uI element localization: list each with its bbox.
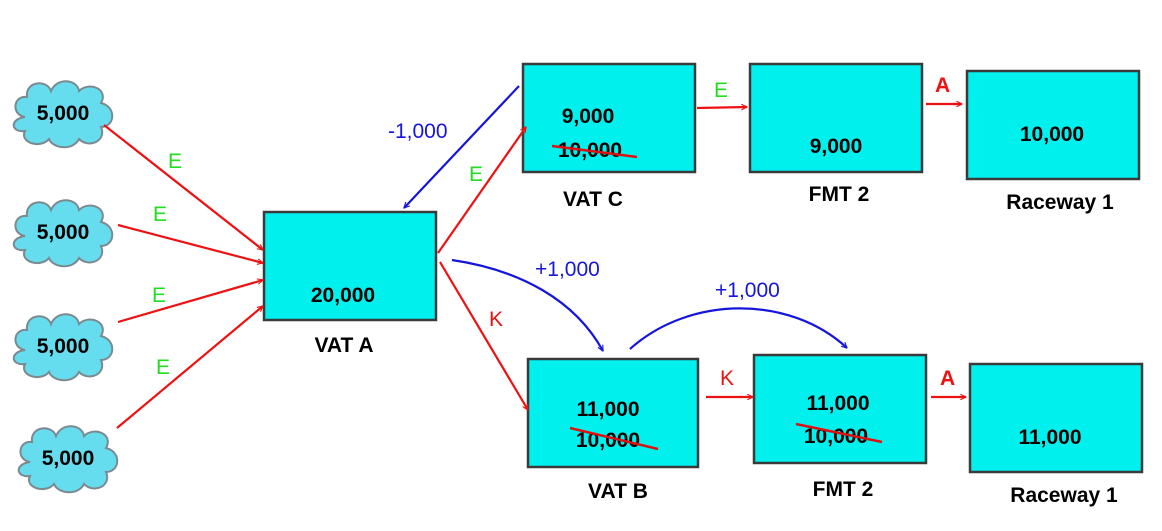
- vat-a-value: 20,000: [311, 284, 375, 307]
- fmt2-top-value: 9,000: [810, 135, 863, 158]
- strike-through: [569, 426, 659, 451]
- vat-a-box: 20,000 VAT A: [262, 210, 438, 357]
- source-cloud-value: 5,000: [37, 102, 90, 125]
- transfer-arrow-c-to-a: [404, 85, 520, 208]
- raceway1-top-value: 10,000: [1020, 123, 1084, 146]
- flow-arrow: [437, 127, 527, 254]
- transfer-arrow-a-to-b: [451, 258, 604, 351]
- vat-c-label: VAT C: [563, 188, 623, 211]
- flow-arrow: [103, 124, 263, 251]
- source-cloud-value: 5,000: [37, 335, 90, 358]
- vat-c-value: 9,000: [562, 105, 615, 128]
- fmt2-bottom-label: FMT 2: [813, 478, 874, 501]
- source-edge-label: E: [153, 203, 167, 226]
- source-cloud-value: 5,000: [37, 221, 90, 244]
- strike-through: [795, 422, 883, 444]
- edge-label-fmt2-to-raceway-bottom: A: [940, 367, 955, 390]
- fmt2-top-box: 9,000 FMT 2: [748, 62, 924, 206]
- source-cloud-2: 5,000: [12, 199, 114, 268]
- flow-arrow: [116, 305, 263, 429]
- fmt2-top-label: FMT 2: [809, 183, 870, 206]
- vat-c-box: 9,000 10,000 VAT C: [521, 62, 697, 211]
- vat-b-box: 11,000 10,000 VAT B: [526, 357, 700, 503]
- transfer-label-c-to-a: -1,000: [388, 120, 448, 143]
- vat-b-old-value: 10,000: [576, 429, 640, 452]
- source-edge-label: E: [168, 150, 182, 173]
- vat-b-label: VAT B: [588, 480, 648, 503]
- flow-arrow: [117, 280, 263, 324]
- raceway1-bottom-box: 11,000 Raceway 1: [968, 362, 1144, 507]
- raceway1-bottom-value: 11,000: [1018, 426, 1081, 449]
- fmt2-bottom-value: 11,000: [806, 392, 869, 415]
- source-edge-label: E: [156, 356, 170, 379]
- transfer-label-b-to-fmt2: +1,000: [715, 279, 780, 302]
- edge-label-vat-a-to-vat-b: K: [489, 308, 503, 331]
- edge-label-fmt2-to-raceway-top: A: [935, 74, 950, 97]
- strike-through: [551, 144, 638, 159]
- flow-arrow: [696, 107, 747, 108]
- source-cloud-4: 5,000: [17, 425, 119, 494]
- source-edge-label: E: [152, 284, 166, 307]
- raceway1-top-label: Raceway 1: [1006, 191, 1114, 214]
- edge-label-vat-c-to-fmt2: E: [714, 79, 728, 102]
- transfer-label-a-to-b: +1,000: [535, 258, 600, 281]
- vat-a-label: VAT A: [314, 334, 373, 357]
- source-cloud-3: 5,000: [12, 313, 114, 382]
- vat-b-value: 11,000: [576, 398, 639, 421]
- raceway1-top-box: 10,000 Raceway 1: [965, 69, 1141, 214]
- fmt2-bottom-box: 11,000 10,000 FMT 2: [752, 353, 928, 501]
- raceway1-bottom-label: Raceway 1: [1010, 484, 1118, 507]
- fmt2-bottom-old-value: 10,000: [804, 425, 868, 448]
- transfer-arrow-b-to-fmt2: [629, 307, 847, 350]
- flow-arrow: [117, 223, 263, 263]
- flow-arrow: [439, 261, 529, 410]
- edge-label-vat-a-to-vat-c: E: [469, 163, 483, 186]
- source-cloud-value: 5,000: [42, 447, 95, 470]
- source-cloud-1: 5,000: [12, 80, 114, 149]
- edge-label-vat-b-to-fmt2: K: [720, 367, 734, 390]
